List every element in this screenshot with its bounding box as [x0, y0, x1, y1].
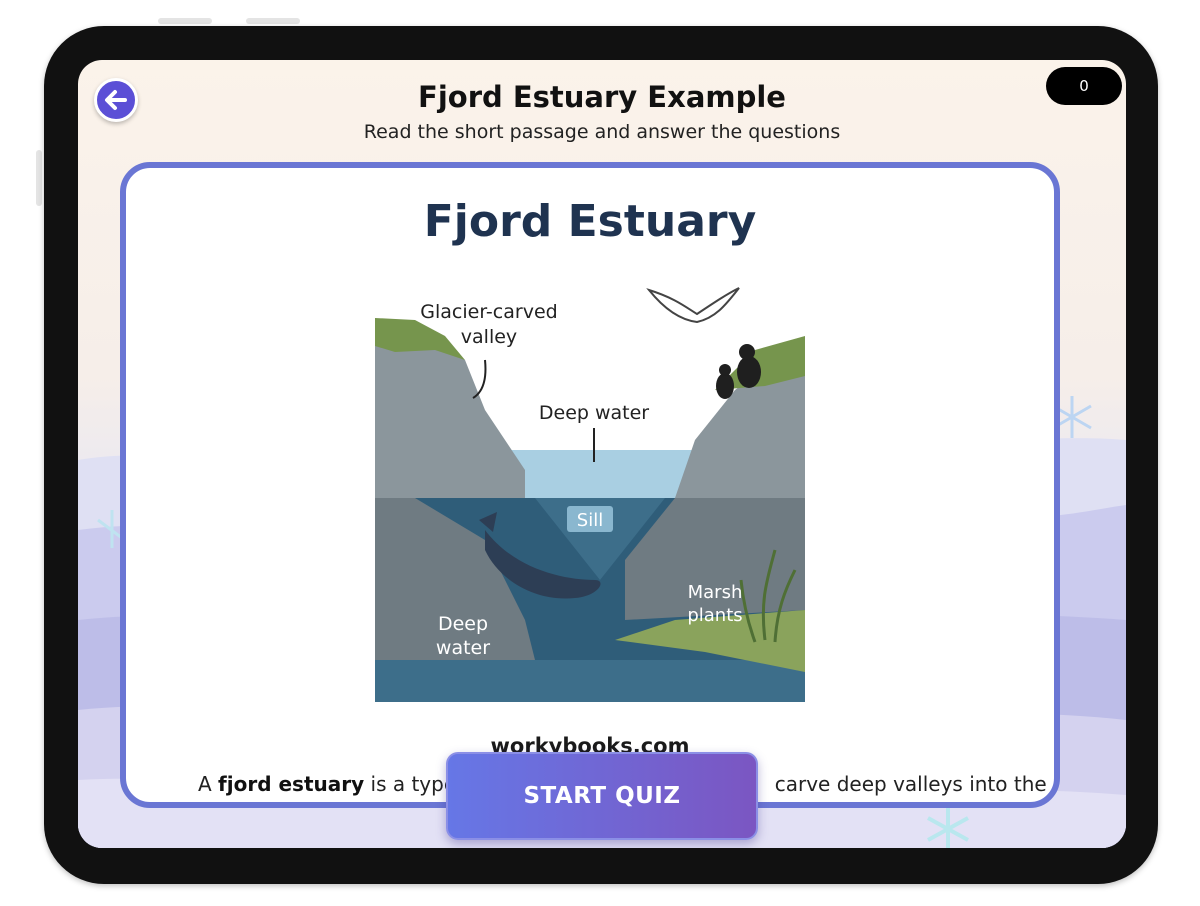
whale-illustration — [479, 512, 601, 599]
label-valley: Glacier-carved — [420, 301, 557, 323]
label-marsh: plants — [687, 605, 742, 626]
passage-prefix: A — [198, 772, 219, 796]
passage-after: carve deep valleys into the — [774, 772, 1047, 796]
passage-term: fjord estuary — [218, 772, 365, 796]
device-volume-button — [158, 18, 212, 24]
label-valley: valley — [461, 326, 517, 348]
passage-card: Fjord Estuary — [120, 162, 1060, 808]
page-title: Fjord Estuary Example — [418, 80, 786, 114]
label-sill: Sill — [577, 510, 603, 531]
score-badge: 0 — [1046, 67, 1122, 105]
fjord-estuary-illustration: Glacier-carved valley Deep water Sill De… — [375, 287, 805, 702]
snowflake-icon — [97, 510, 123, 548]
device-power-button — [36, 150, 42, 206]
back-button[interactable] — [94, 78, 138, 122]
label-deep-water-bottom: Deep — [438, 613, 488, 635]
device-volume-button — [246, 18, 300, 24]
start-quiz-button[interactable]: START QUIZ — [446, 752, 758, 840]
page-subtitle: Read the short passage and answer the qu… — [363, 121, 841, 143]
puffin-illustration — [716, 344, 761, 399]
seagull-illustration — [646, 287, 740, 324]
arrow-left-icon — [105, 90, 127, 110]
app-screen: 0 Fjord Estuary Example Read the short p… — [78, 60, 1126, 848]
label-deep-water-bottom: water — [436, 637, 490, 659]
label-marsh: Marsh — [688, 582, 743, 603]
card-title: Fjord Estuary — [423, 196, 757, 247]
label-deep-water-top: Deep water — [539, 402, 649, 424]
snowflake-icon — [927, 808, 969, 848]
